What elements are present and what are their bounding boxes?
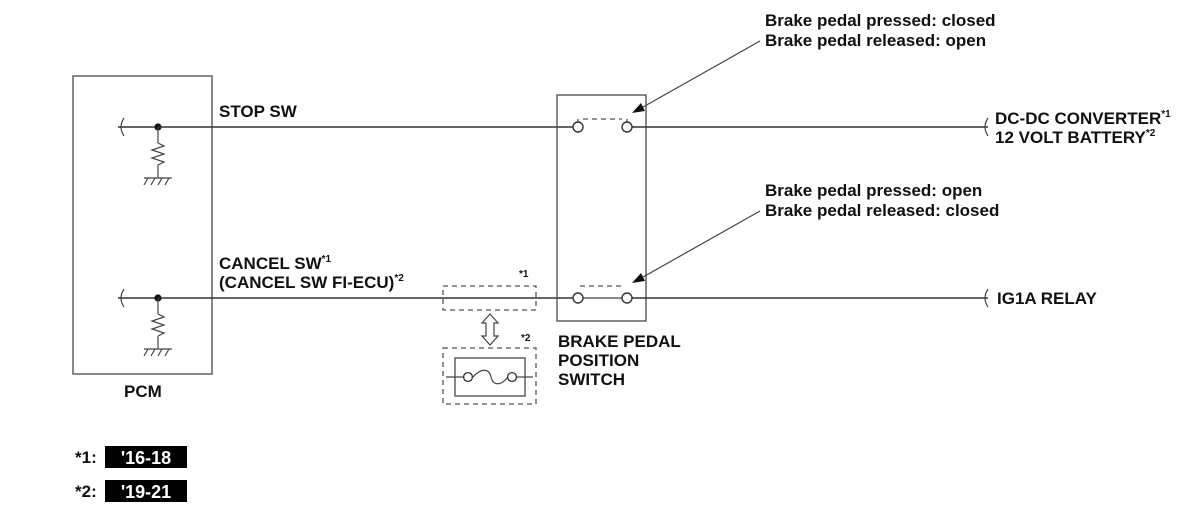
- pcm-label: PCM: [124, 382, 162, 401]
- legend-key-2: *2:: [75, 482, 97, 501]
- pcm-box: [72, 75, 213, 375]
- ig1a-relay-label: IG1A RELAY: [997, 289, 1097, 308]
- ground-icon-top: [143, 177, 172, 186]
- upper-note-line1: Brake pedal pressed: closed: [765, 11, 996, 30]
- arrowhead-icon: [632, 273, 645, 283]
- switch-label-line1: BRAKE PEDAL: [558, 332, 681, 351]
- resistor-top: [150, 142, 166, 166]
- variant-comparison: *1 *2: [442, 269, 537, 405]
- upper-callout-line: [635, 40, 761, 112]
- lower-note-line1: Brake pedal pressed: open: [765, 181, 982, 200]
- legend-badge-2: [105, 480, 187, 502]
- fuse-icon: [472, 369, 509, 385]
- lower-callout-line: [635, 210, 761, 282]
- variant-1-mark: *1: [519, 269, 529, 280]
- switch-box: [556, 94, 647, 322]
- pcm-module: PCM: [72, 75, 213, 401]
- legend: *1: '16-18 *2: '19-21: [75, 446, 187, 502]
- brake-pedal-position-switch: BRAKE PEDAL POSITION SWITCH: [556, 94, 681, 389]
- switch-label-line3: SWITCH: [558, 370, 625, 389]
- variant-2-mark: *2: [521, 333, 531, 344]
- dcdc-converter-label: DC-DC CONVERTER*1: [995, 109, 1171, 128]
- stop-sw-label: STOP SW: [219, 102, 298, 121]
- cancel-sw-label: CANCEL SW*1: [219, 254, 332, 273]
- arrowhead-icon: [632, 103, 645, 113]
- lower-note-line2: Brake pedal released: closed: [765, 201, 999, 220]
- legend-badge-1: [105, 446, 187, 468]
- double-arrow-icon: [480, 313, 500, 346]
- legend-value-2: '19-21: [121, 482, 171, 502]
- variant-1-dashed-box: [442, 285, 537, 311]
- switch-contact-icon: [621, 292, 633, 304]
- upper-note-line2: Brake pedal released: open: [765, 31, 986, 50]
- connector-icon-right-top: [984, 117, 989, 137]
- connector-icon-right-bottom: [984, 288, 989, 308]
- legend-key-1: *1:: [75, 448, 97, 467]
- switch-contact-icon: [621, 121, 633, 133]
- ground-icon-bottom: [143, 348, 172, 357]
- legend-value-1: '16-18: [121, 448, 171, 468]
- switch-label-line2: POSITION: [558, 351, 639, 370]
- switch-contact-icon: [572, 292, 584, 304]
- switch-contact-icon: [572, 121, 584, 133]
- variant-2-dashed-box: [442, 347, 537, 405]
- resistor-bottom: [150, 313, 166, 337]
- cancel-sw-fi-label: (CANCEL SW FI-ECU)*2: [219, 273, 404, 292]
- battery-label: 12 VOLT BATTERY*2: [995, 128, 1156, 147]
